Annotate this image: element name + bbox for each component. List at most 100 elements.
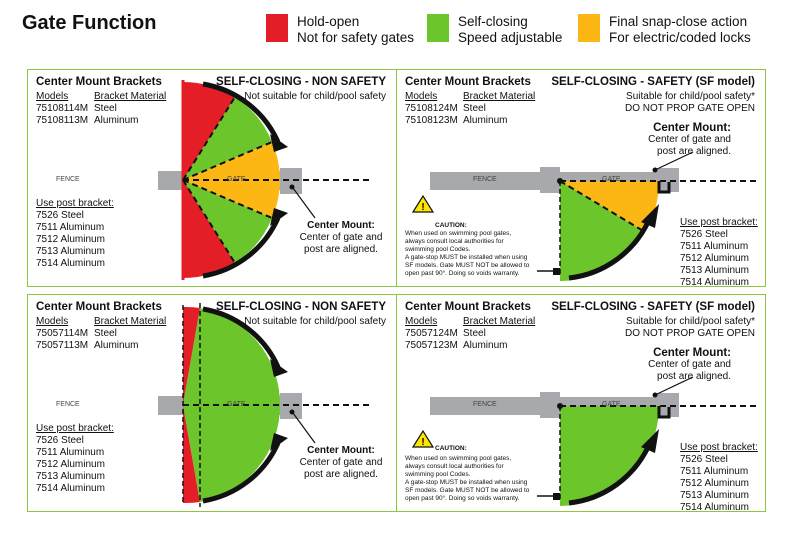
model-material: Steel bbox=[463, 103, 486, 114]
model-code: 75108124M bbox=[405, 103, 458, 114]
hold-open-zone bbox=[183, 405, 200, 504]
fence-bar bbox=[430, 172, 540, 190]
models-label: Models bbox=[405, 91, 438, 102]
model-code: 75057123M bbox=[405, 340, 458, 351]
gate-stop bbox=[657, 406, 671, 419]
mode-warning: DO NOT PROP GATE OPEN bbox=[624, 328, 755, 339]
fence-label: FENCE bbox=[473, 401, 497, 408]
legend-label: Hold-open bbox=[297, 14, 360, 29]
post-bracket: 7514 Aluminum bbox=[680, 277, 749, 287]
arrow-head bbox=[641, 204, 659, 228]
model-code: 75108123M bbox=[405, 115, 458, 126]
hold-open-zone bbox=[183, 82, 235, 180]
snap-close-zone bbox=[560, 181, 659, 232]
model-material: Aluminum bbox=[94, 340, 139, 351]
snap-close-zone bbox=[183, 180, 280, 218]
center-mount-pointer bbox=[292, 187, 316, 219]
mode-note: Not suitable for child/pool safety bbox=[244, 316, 386, 327]
mode-title: SELF-CLOSING - NON SAFETY bbox=[216, 301, 386, 313]
center-mount-text: Center of gate and bbox=[648, 359, 731, 370]
mode-title: SELF-CLOSING - SAFETY (SF model) bbox=[551, 76, 755, 88]
gate-diagram: ! bbox=[411, 151, 757, 281]
caution-line: SF models. Gate MUST NOT be allowed to bbox=[405, 487, 530, 494]
center-mount-pointer bbox=[292, 412, 316, 444]
model-material: Aluminum bbox=[463, 115, 508, 126]
warning-icon bbox=[411, 429, 435, 448]
pointer-dot bbox=[289, 409, 295, 415]
post-bracket: 7514 Aluminum bbox=[680, 502, 749, 512]
gate-diagram: ! bbox=[411, 376, 757, 506]
post-bracket: 7511 Aluminum bbox=[36, 222, 105, 233]
post-bracket-heading: Use post bracket: bbox=[680, 442, 758, 453]
material-label: Bracket Material bbox=[463, 91, 536, 102]
caution-line: open past 90°. Doing so voids warranty. bbox=[405, 495, 520, 502]
center-mount-text: Center of gate and bbox=[648, 134, 731, 145]
hinge-point bbox=[557, 178, 563, 184]
center-mount-heading: Center Mount: bbox=[307, 445, 375, 456]
material-label: Bracket Material bbox=[94, 91, 167, 102]
post-bracket-heading: Use post bracket: bbox=[36, 198, 114, 209]
panel-heading: Center Mount Brackets bbox=[405, 301, 531, 313]
post-bracket: 7513 Aluminum bbox=[680, 265, 749, 276]
gate-diagram bbox=[158, 80, 373, 280]
gate-label: GATE bbox=[602, 401, 621, 408]
pointer-dot bbox=[652, 392, 658, 398]
center-mount-text: Center of gate and bbox=[299, 457, 383, 468]
model-material: Steel bbox=[94, 328, 117, 339]
post-bracket: 7513 Aluminum bbox=[36, 246, 105, 257]
post-bracket-heading: Use post bracket: bbox=[680, 217, 758, 228]
legend-swatch-red bbox=[266, 14, 288, 42]
snap-close-zone bbox=[183, 142, 280, 180]
panel-safety-057: ! Center Mount Brackets Models Bracket M… bbox=[396, 294, 766, 512]
hold-open-zone bbox=[183, 180, 235, 278]
legend-sublabel: For electric/coded locks bbox=[609, 30, 751, 45]
caution-line: A gate-stop MUST be installed when using bbox=[405, 479, 528, 486]
swing-arrow-top bbox=[202, 81, 281, 144]
self-closing-zone bbox=[183, 97, 272, 180]
legend-swatch-orange bbox=[578, 14, 600, 42]
panel-heading: Center Mount Brackets bbox=[36, 76, 162, 88]
gate-label: GATE bbox=[227, 401, 246, 408]
caution-line: When used on swimming pool gates, bbox=[405, 455, 512, 462]
post-bracket: 7512 Aluminum bbox=[36, 234, 105, 245]
center-mount-heading: Center Mount: bbox=[307, 220, 375, 231]
models-label: Models bbox=[36, 316, 69, 327]
post-bracket: 7511 Aluminum bbox=[36, 447, 105, 458]
model-material: Steel bbox=[94, 103, 117, 114]
post-bracket-heading: Use post bracket: bbox=[36, 423, 114, 434]
gate-stop-block bbox=[553, 493, 560, 500]
panel-non-safety-057: Center Mount Brackets Models Bracket Mat… bbox=[27, 294, 397, 512]
warning-icon-mark: ! bbox=[421, 437, 424, 448]
self-closing-zone bbox=[183, 180, 272, 263]
post-bracket: 7513 Aluminum bbox=[36, 471, 105, 482]
model-material: Aluminum bbox=[463, 340, 508, 351]
mode-title: SELF-CLOSING - SAFETY (SF model) bbox=[551, 301, 755, 313]
model-code: 75108114M bbox=[36, 103, 89, 114]
post-bracket: 7514 Aluminum bbox=[36, 258, 105, 269]
post-bracket: 7511 Aluminum bbox=[680, 241, 749, 252]
swing-arrow bbox=[568, 443, 652, 506]
mode-title: SELF-CLOSING - NON SAFETY bbox=[216, 76, 386, 88]
post-bracket: 7512 Aluminum bbox=[36, 459, 105, 470]
post-bracket: 7513 Aluminum bbox=[680, 490, 749, 501]
fence-bar bbox=[430, 397, 540, 415]
caution-title: CAUTION: bbox=[435, 445, 467, 452]
gate-label: GATE bbox=[602, 176, 621, 183]
gate-position-line bbox=[182, 179, 236, 264]
gate-position-line bbox=[182, 96, 236, 181]
pointer-dot bbox=[652, 167, 658, 173]
fence-post bbox=[540, 167, 560, 193]
arrow-head bbox=[270, 208, 288, 226]
model-material: Aluminum bbox=[94, 115, 139, 126]
post-bracket: 7526 Steel bbox=[36, 210, 84, 221]
post-bracket: 7526 Steel bbox=[680, 454, 728, 465]
material-label: Bracket Material bbox=[94, 316, 167, 327]
hold-open-zone bbox=[183, 306, 200, 405]
fence-post bbox=[540, 392, 560, 418]
fence-label: FENCE bbox=[56, 176, 80, 183]
fence-label: FENCE bbox=[473, 176, 497, 183]
legend-swatch-green bbox=[427, 14, 449, 42]
caution-line: open past 90°. Doing so voids warranty. bbox=[405, 270, 520, 277]
post-bracket: 7514 Aluminum bbox=[36, 483, 105, 494]
